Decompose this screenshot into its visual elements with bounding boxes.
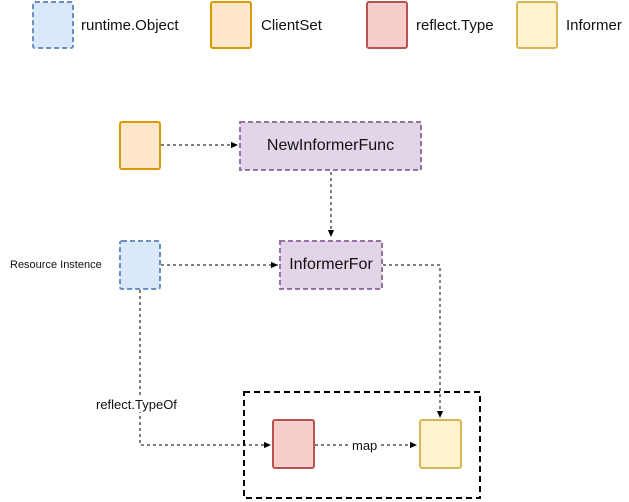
clientset-node [119,121,161,170]
reflect-type-node [272,419,315,469]
legend-reflect-type-swatch [366,1,408,49]
legend-clientset-label: ClientSet [261,17,322,34]
legend-runtime-object-swatch [32,1,74,49]
legend-informer-label: Informer [566,17,622,34]
legend-informer-swatch [516,1,558,49]
reflect-typeof-label: reflect.TypeOf [96,397,177,412]
informer-node [419,419,462,469]
new-informer-func-label: NewInformerFunc [266,137,395,154]
informer-for-node [279,240,383,290]
informer-for-label: InformerFor [289,256,373,273]
legend-reflect-type-label: reflect.Type [416,17,494,34]
resource-instance-label: Resource Instence [10,259,102,271]
legend-runtime-object-label: runtime.Object [81,17,179,34]
resource-instance-node [119,240,161,290]
map-label: map [350,438,380,453]
new-informer-func-node [239,121,422,171]
edge-resource-reflect-typeof [139,290,271,449]
legend-clientset-swatch [210,1,252,49]
edge-informerfor-to-informer [383,264,444,418]
